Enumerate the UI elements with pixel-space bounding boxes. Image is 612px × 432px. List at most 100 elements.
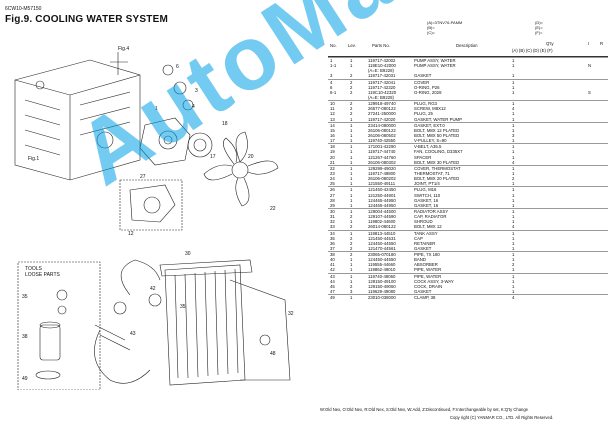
cell-no: 47 bbox=[330, 289, 335, 295]
cell-lev: 2 bbox=[350, 79, 353, 85]
col-i: I bbox=[588, 41, 590, 46]
cell-no: 32 bbox=[330, 219, 335, 225]
cell-desc: PUMP ASSY, WATER bbox=[414, 63, 456, 69]
cell-part: (A=E: B9228) bbox=[368, 68, 394, 74]
cell-qty: 1 bbox=[512, 257, 515, 263]
cell-desc: TANK ASSY bbox=[414, 230, 438, 236]
cell-qty: 1 bbox=[512, 73, 515, 79]
cell-qty: 1 bbox=[512, 187, 515, 193]
diagram-label: 1 bbox=[155, 106, 158, 112]
cell-no: 20 bbox=[330, 154, 335, 160]
cell-qty: 2 bbox=[512, 176, 515, 182]
cell-part: 27241-250000 bbox=[368, 111, 396, 117]
diagram-label: 12 bbox=[128, 231, 134, 237]
diagram-label: 6 bbox=[176, 64, 179, 70]
cell-qty: 4 bbox=[512, 295, 515, 301]
cell-desc: BOLT, M8X 12 bbox=[414, 224, 442, 230]
cell-desc: BAND bbox=[414, 257, 426, 263]
cell-desc: PUMP ASSY, WATER bbox=[414, 58, 456, 63]
cell-qty: 1 bbox=[512, 138, 515, 144]
cell-part: 119717-42002 bbox=[368, 58, 396, 63]
cell-no: 22 bbox=[330, 165, 335, 171]
cell-no: 27 bbox=[330, 192, 335, 198]
cell-desc: V-PULLEY, S=90 bbox=[414, 138, 447, 144]
cell-part: 119813-44510 bbox=[368, 230, 396, 236]
cell-part: 119717-42031 bbox=[368, 73, 396, 79]
cell-lev: 2 bbox=[350, 224, 353, 230]
cell-part: 26106-080122 bbox=[368, 127, 396, 133]
cell-lev: 1 bbox=[350, 257, 353, 263]
cell-qty: 1 bbox=[512, 122, 515, 128]
cell-qty: 1 bbox=[512, 63, 515, 69]
cell-no: 16 bbox=[330, 132, 335, 138]
cell-part: 23065-070180 bbox=[368, 252, 396, 258]
cell-lev: 2 bbox=[350, 252, 353, 258]
cell-qty: 1 bbox=[512, 165, 515, 171]
cell-desc: CAP, RADIATOR bbox=[414, 214, 447, 220]
cell-desc: GASKET bbox=[414, 289, 432, 295]
legend-line: (B)= bbox=[427, 25, 435, 30]
diagram-label: 48 bbox=[270, 351, 276, 357]
cell-desc: BOLT, M8X 30 PLATED bbox=[414, 159, 460, 165]
cell-desc: PIPE, WATER bbox=[414, 273, 442, 279]
cell-part: 119629-49080 bbox=[368, 289, 396, 295]
cell-part: 26577-080122 bbox=[368, 106, 396, 112]
cell-no: 35 bbox=[330, 235, 335, 241]
cell-no: 31 bbox=[330, 214, 335, 220]
diagram-label: 38 bbox=[22, 334, 28, 340]
cell-part: 129150-49060 bbox=[368, 283, 396, 289]
cell-lev: 2 bbox=[350, 245, 353, 251]
cell-qty: 1 bbox=[512, 192, 515, 198]
legend-line: (D)= bbox=[535, 20, 543, 25]
cell-qty: 1 bbox=[512, 197, 515, 203]
engine-legend-2: (D)= (E)= (F)= bbox=[535, 20, 543, 35]
cell-lev: 1 bbox=[350, 116, 353, 122]
cell-no: 10 bbox=[330, 101, 335, 107]
diagram-label: Fig.1 bbox=[28, 156, 39, 162]
diagram-label: 27 bbox=[140, 174, 146, 180]
cell-no: 43 bbox=[330, 273, 335, 279]
cell-qty: 1 bbox=[512, 245, 515, 251]
cell-lev: 1 bbox=[350, 122, 353, 128]
cell-no: 37 bbox=[330, 245, 335, 251]
diagram-label: 32 bbox=[288, 311, 294, 317]
cell-desc: O-RING, 2028 bbox=[414, 89, 442, 95]
cell-desc: COVER, THERMOSTAT bbox=[414, 165, 461, 171]
cell-no: 29 bbox=[330, 202, 335, 208]
cell-part: 129004-44500 bbox=[368, 208, 396, 214]
col-qty: Q'ty bbox=[546, 41, 554, 46]
cell-part: 119717-42320 bbox=[368, 84, 396, 90]
cell-qty: 1 bbox=[512, 89, 515, 95]
cell-lev: 1 bbox=[350, 181, 353, 187]
diagram-label: Fig.4 bbox=[118, 46, 129, 52]
cell-note: S bbox=[588, 89, 591, 95]
cell-part: 119740-42550 bbox=[368, 138, 396, 144]
diagram-label: 18 bbox=[222, 121, 228, 127]
cell-part: 26014-080122 bbox=[368, 224, 396, 230]
cell-no: 36 bbox=[330, 240, 335, 246]
cell-no: 44 bbox=[330, 278, 335, 284]
cell-desc: SWITCH, 110 bbox=[414, 192, 441, 198]
cell-lev: 1 bbox=[350, 295, 353, 301]
cell-part: 121550-49111 bbox=[368, 181, 396, 187]
footer-legend: W:Old Nex, O:Old Nex, R:Old Nex, S:Old N… bbox=[320, 407, 529, 412]
diagram-label: 49 bbox=[22, 376, 28, 382]
cell-qty: 1 bbox=[512, 289, 515, 295]
cell-part: 129918-49740 bbox=[368, 101, 396, 107]
cell-lev: 2 bbox=[350, 101, 353, 107]
cell-note: N bbox=[588, 63, 592, 69]
cell-no: 45 bbox=[330, 283, 335, 289]
cell-part: 119717-44740 bbox=[368, 149, 396, 155]
cell-part: 119717-42020 bbox=[368, 116, 396, 122]
cell-qty: 3 bbox=[512, 132, 515, 138]
